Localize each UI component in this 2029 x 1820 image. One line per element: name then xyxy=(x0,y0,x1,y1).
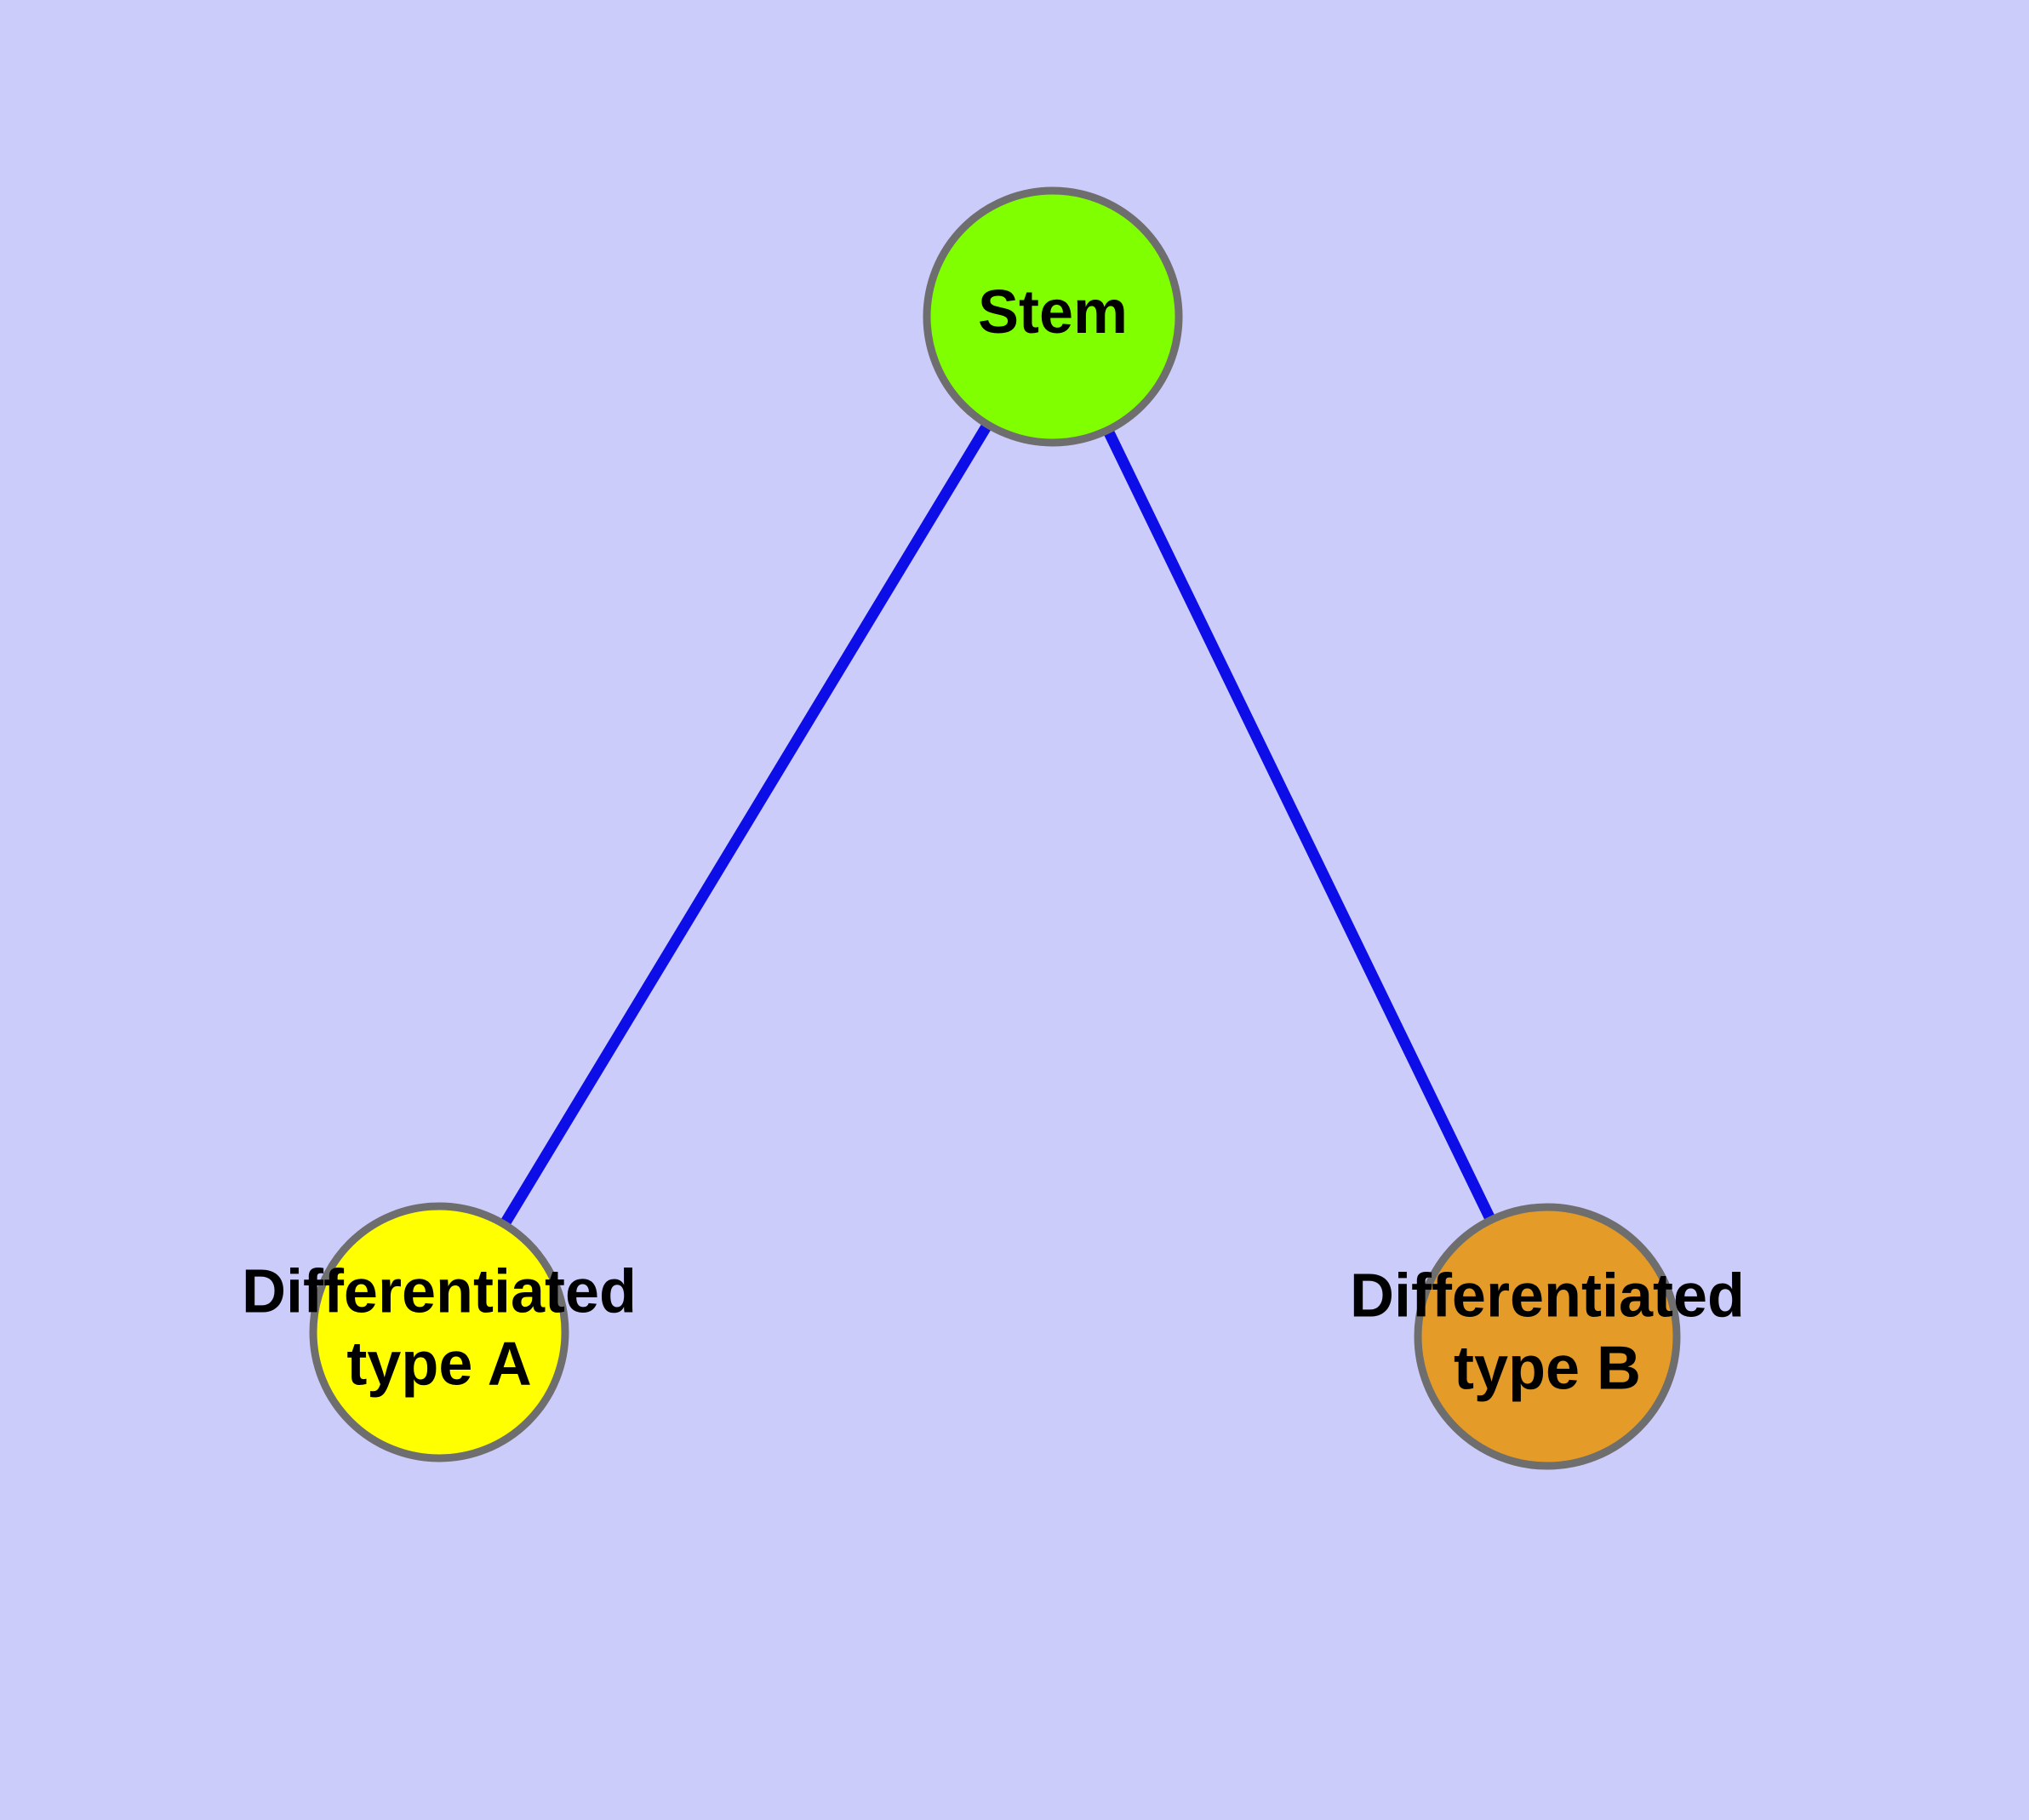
node-label-line: Stem xyxy=(978,278,1128,346)
edge-stem-to-diff-b[interactable] xyxy=(1100,424,1498,1226)
node-label-line: Differentiated xyxy=(242,1258,637,1326)
edges-layer xyxy=(497,418,1498,1231)
node-diff_b[interactable] xyxy=(1414,1203,1681,1470)
node-label-stem: Stem xyxy=(978,278,1128,346)
nodes-layer xyxy=(309,186,1681,1470)
node-diff_a[interactable] xyxy=(309,1202,569,1462)
node-label-line: Differentiated xyxy=(1350,1262,1745,1331)
node-label-line: type A xyxy=(346,1330,531,1398)
edge-stem-to-diff-a[interactable] xyxy=(497,418,995,1231)
node-stem[interactable] xyxy=(923,186,1183,447)
node-label-line: type B xyxy=(1454,1334,1641,1402)
